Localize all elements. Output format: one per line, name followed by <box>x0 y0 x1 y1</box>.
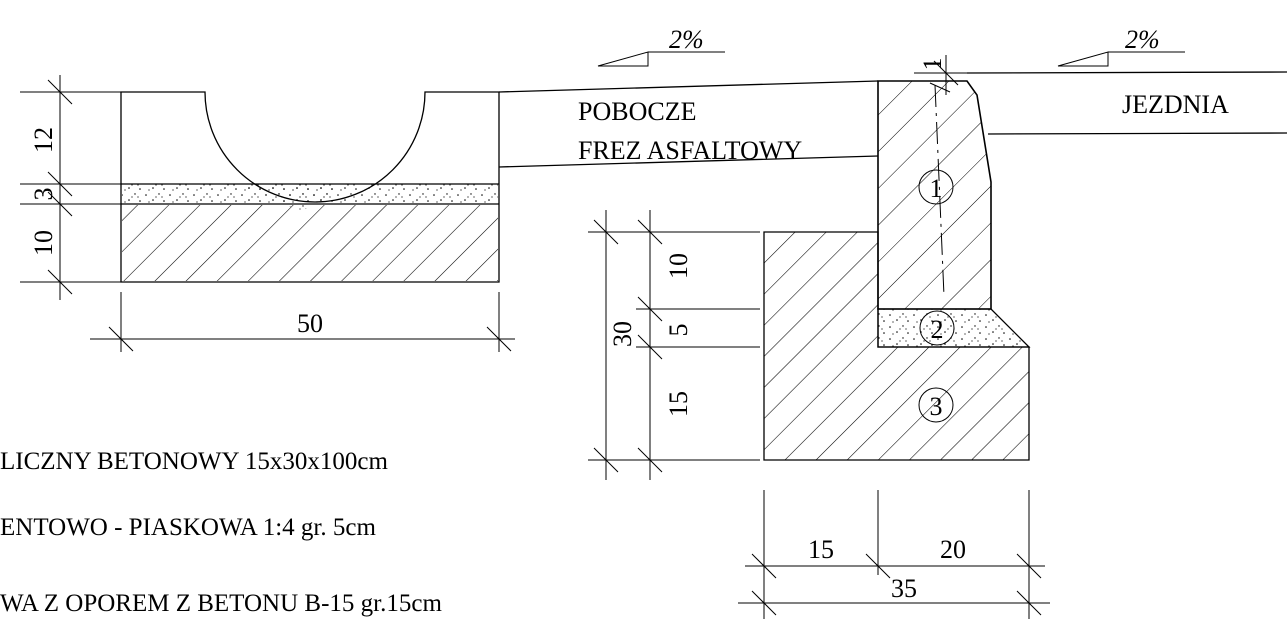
roadway-section: JEZDNIA <box>966 71 1287 135</box>
legend: LICZNY BETONOWY 15x30x100cm ENTOWO - PIA… <box>0 448 442 617</box>
dim-base-total: 35 <box>891 574 917 603</box>
dim-kerb-upper: 10 <box>664 253 693 279</box>
channel-width-dimension: 50 <box>90 292 515 352</box>
dim-base-left: 15 <box>808 535 834 564</box>
dim-channel-width: 50 <box>297 309 323 338</box>
dim-channel-base: 10 <box>29 230 58 256</box>
marker-1-label: 1 <box>930 174 943 203</box>
shoulder-label: POBOCZE <box>578 97 696 126</box>
shoulder-material-label: FREZ ASFALTOWY <box>578 136 802 165</box>
dim-channel-depth: 12 <box>29 127 58 153</box>
slope-left-label: 2% <box>669 25 704 54</box>
legend-item-3: WA Z OPOREM Z BETONU B-15 gr.15cm <box>0 590 442 617</box>
kerb-assembly <box>763 80 1031 461</box>
channel-vertical-dimension: 12 3 10 <box>20 75 135 300</box>
slope-right: 2% <box>1057 25 1185 67</box>
kerb-step-dimension: 1 <box>914 55 974 95</box>
channel-base-hatch <box>122 205 498 281</box>
marker-2: 2 <box>919 310 955 346</box>
dim-kerb-mid: 5 <box>664 324 693 337</box>
kerb-outline <box>877 80 992 310</box>
dim-kerb-lower: 15 <box>664 391 693 417</box>
shoulder-section: POBOCZE FREZ ASFALTOWY <box>498 80 879 168</box>
kerb-vertical-dimension: 30 10 5 15 <box>588 210 760 480</box>
dim-base-right: 20 <box>940 535 966 564</box>
dim-channel-sand: 3 <box>29 188 58 201</box>
channel-section <box>120 91 500 283</box>
slope-left: 2% <box>597 25 725 67</box>
marker-1: 1 <box>918 169 954 205</box>
marker-2-label: 2 <box>931 315 944 344</box>
roadway-label: JEZDNIA <box>1122 90 1229 119</box>
slope-right-label: 2% <box>1125 25 1160 54</box>
kerb-hatch <box>878 81 991 309</box>
base-horizontal-dimension: 15 20 35 <box>738 490 1050 619</box>
legend-item-2: ENTOWO - PIASKOWA 1:4 gr. 5cm <box>0 514 376 541</box>
marker-3-label: 3 <box>930 392 943 421</box>
foundation-hatch <box>764 232 1029 460</box>
dim-kerb-step: 1 <box>918 58 947 71</box>
marker-3: 3 <box>918 387 954 423</box>
legend-item-1: LICZNY BETONOWY 15x30x100cm <box>0 448 388 475</box>
dim-kerb-total: 30 <box>608 321 637 347</box>
